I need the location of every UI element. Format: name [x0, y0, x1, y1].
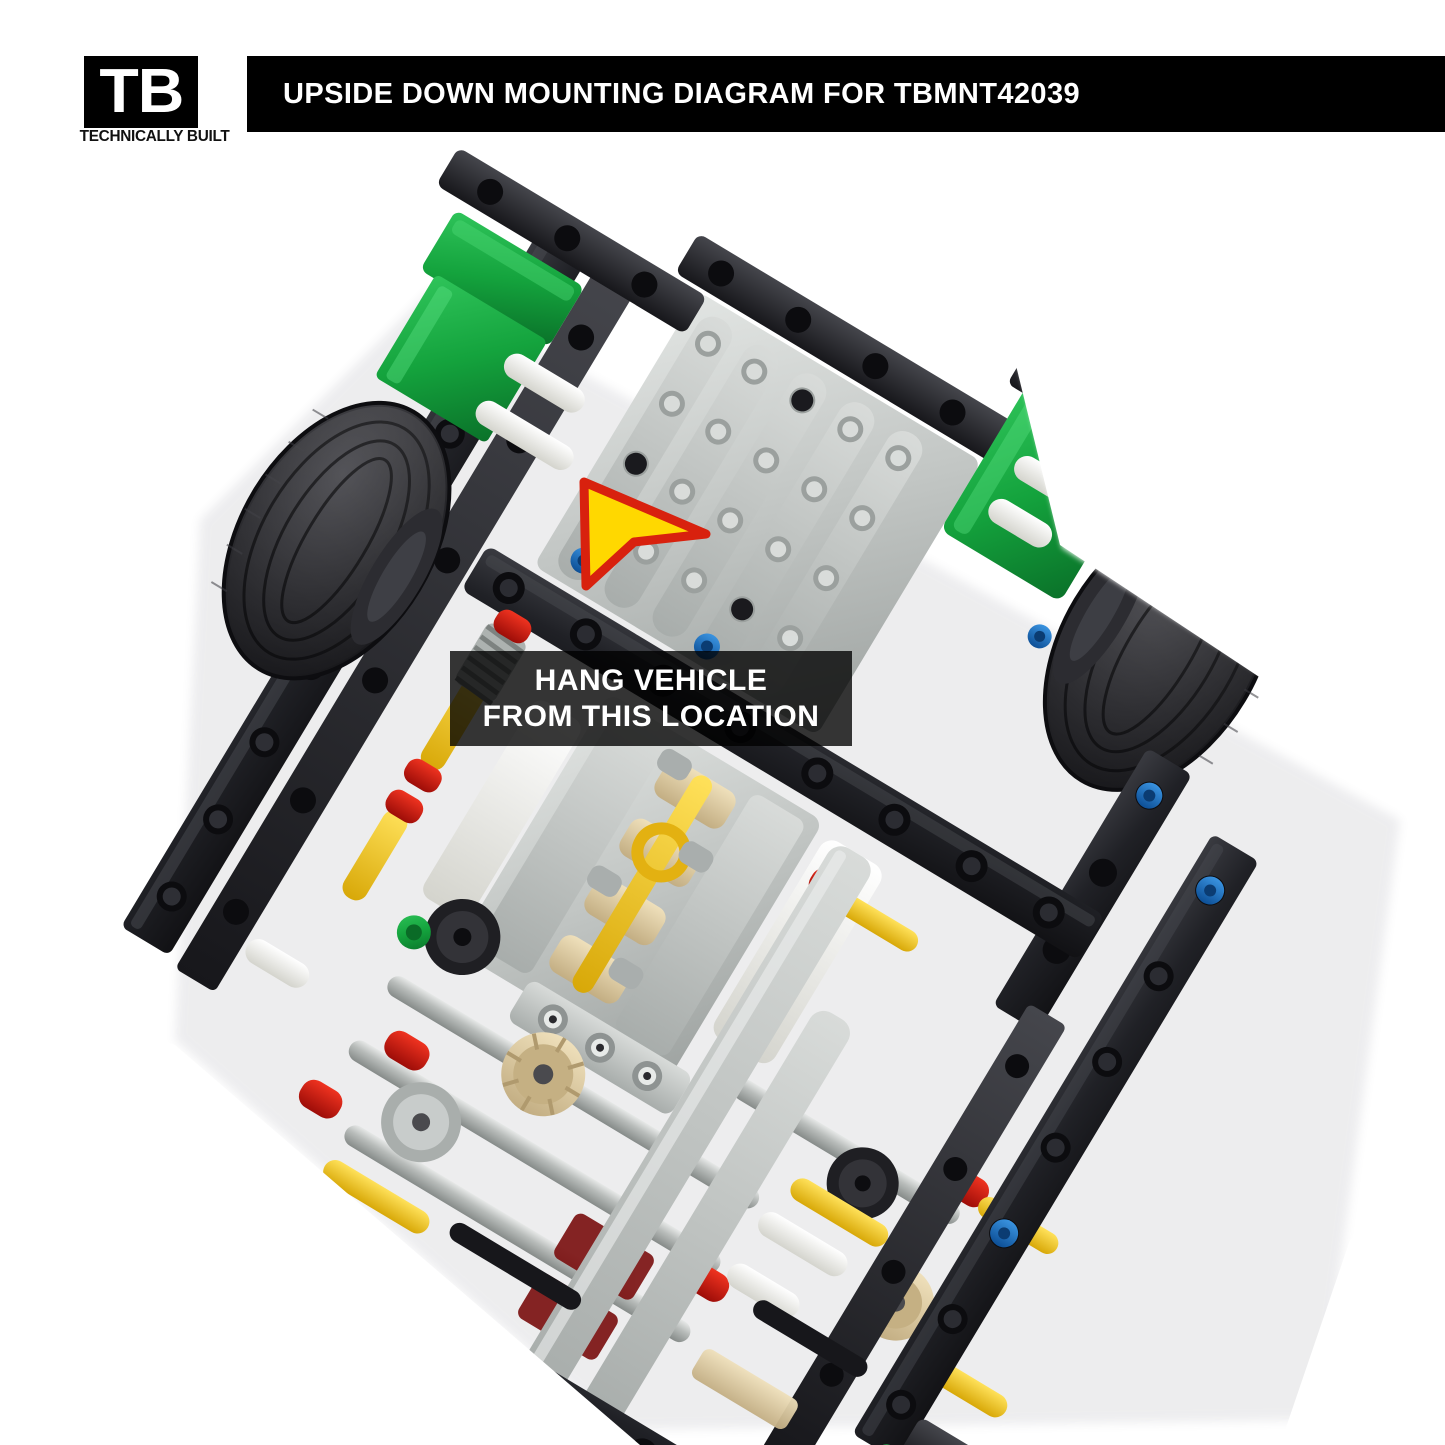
background-feather — [0, 150, 1445, 1445]
engine-cylinders — [478, 712, 804, 1056]
green-panel-rear — [830, 1419, 1021, 1445]
title-bar: UPSIDE DOWN MOUNTING DIAGRAM FOR TBMNT42… — [247, 56, 1445, 132]
gear-black-1 — [424, 898, 501, 975]
wheel-front-left — [210, 400, 452, 681]
engine-end-plate — [509, 981, 691, 1114]
cross-beam-front — [677, 236, 1039, 476]
page-title: UPSIDE DOWN MOUNTING DIAGRAM FOR TBMNT42… — [283, 77, 1081, 110]
blue-pins-b — [990, 876, 1225, 1248]
pointer-arrow-icon — [556, 466, 721, 591]
front-bumper-panel — [438, 150, 705, 332]
center-deck-front — [537, 295, 978, 732]
callout-line-2: FROM THIS LOCATION — [482, 699, 820, 733]
brand-tagline: TECHNICALLY BUILT — [79, 128, 230, 145]
brand-logo-mark: TB — [99, 57, 184, 126]
white-connector-pins-a — [475, 353, 585, 471]
gear-tan-1 — [501, 1032, 586, 1117]
gear-gray-1 — [381, 1082, 462, 1163]
callout-line-1: HANG VEHICLE — [534, 663, 768, 697]
hang-location-callout: HANG VEHICLE FROM THIS LOCATION — [450, 651, 852, 746]
gear-black-2 — [826, 1147, 899, 1220]
brand-logo: TB — [84, 56, 198, 128]
right-frame-rail — [854, 836, 1257, 1445]
center-long-beam — [522, 846, 871, 1425]
green-panel-front-left — [376, 212, 582, 442]
shock-absorber-left-2 — [342, 789, 424, 901]
